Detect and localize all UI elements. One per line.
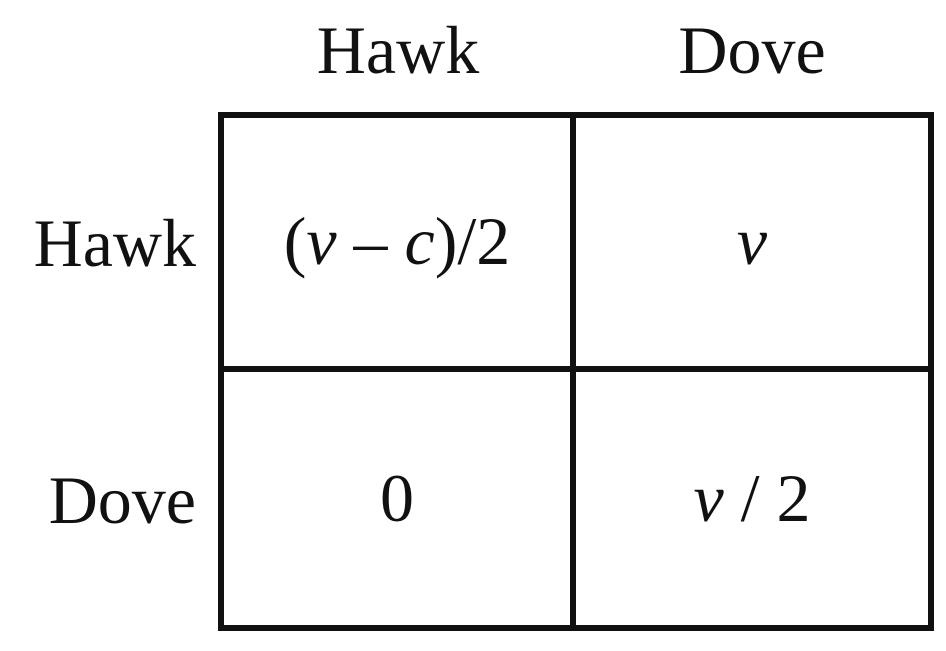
row-header-dove: Dove: [48, 462, 196, 538]
cell-hawk-hawk: (v – c)/2: [224, 118, 576, 372]
column-header-dove: Dove: [678, 12, 826, 88]
payoff-matrix: (v – c)/2 v 0 v / 2: [218, 112, 934, 631]
payoff-dove-hawk: 0: [380, 459, 414, 536]
cell-dove-hawk: 0: [224, 371, 576, 625]
row-header-hawk: Hawk: [33, 205, 196, 281]
cell-dove-dove: v / 2: [576, 372, 928, 626]
column-header-hawk: Hawk: [316, 12, 480, 88]
payoff-dove-dove: v / 2: [693, 459, 811, 536]
payoff-hawk-hawk: (v – c)/2: [283, 203, 511, 280]
payoff-hawk-dove: v: [736, 203, 768, 280]
cell-hawk-dove: v: [576, 118, 928, 372]
